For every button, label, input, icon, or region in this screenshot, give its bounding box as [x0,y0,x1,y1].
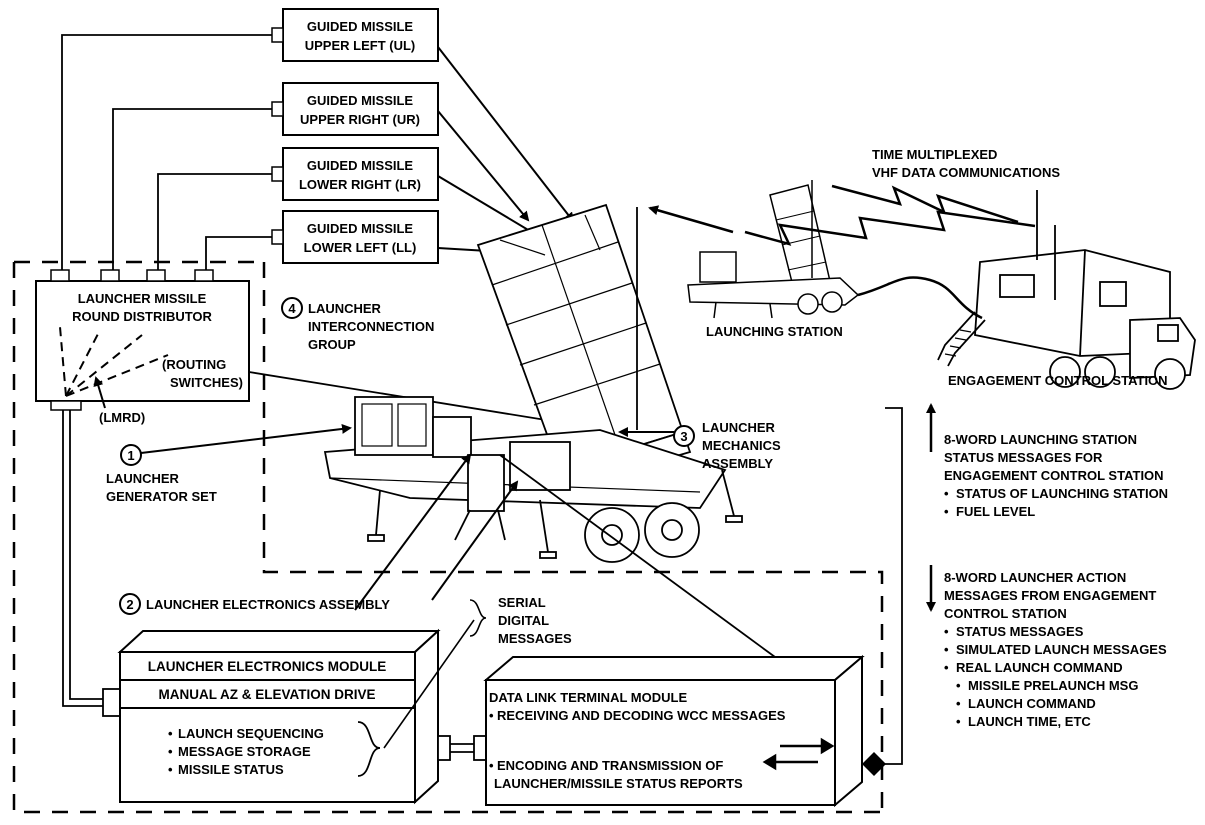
action-sub-bullet-dot-3: • [956,714,961,729]
missile-box-lr: GUIDED MISSILE LOWER RIGHT (LR) [272,148,438,200]
routing-switches-line1: (ROUTING [162,357,226,372]
action-bullet-2: SIMULATED LAUNCH MESSAGES [956,642,1167,657]
lem-bullet-dot-2: • [168,744,173,759]
action-sub-bullet-dot-1: • [956,678,961,693]
serial-line1: SERIAL [498,595,546,610]
status-messages-block: 8-WORD LAUNCHING STATION STATUS MESSAGES… [931,405,1168,519]
callout-interconnection: 4 LAUNCHER INTERCONNECTION GROUP [282,298,434,352]
electronics-assembly-label: LAUNCHER ELECTRONICS ASSEMBLY [146,597,390,612]
interconnection-line2: INTERCONNECTION [308,319,434,334]
launcher-electronics-module: LAUNCHER ELECTRONICS MODULE MANUAL AZ & … [120,631,438,802]
dlt-bullet-1: RECEIVING AND DECODING WCC MESSAGES [497,708,786,723]
ecs-truck-illustration [938,190,1195,389]
action-sub-bullet-2: LAUNCH COMMAND [968,696,1096,711]
dlt-title: DATA LINK TERMINAL MODULE [489,690,687,705]
missile-box-lr-line1: GUIDED MISSILE [307,158,414,173]
status-bullet-dot-2: • [944,504,949,519]
launching-station-illustration [688,180,858,318]
callout-electronics-assembly: 2 LAUNCHER ELECTRONICS ASSEMBLY [120,594,390,614]
missile-box-ul-line2: UPPER LEFT (UL) [305,38,416,53]
action-sub-bullet-3: LAUNCH TIME, ETC [968,714,1091,729]
data-link-terminal-module: DATA LINK TERMINAL MODULE • RECEIVING AN… [486,657,862,805]
lem-row1: LAUNCHER ELECTRONICS MODULE [148,659,387,674]
lem-bullet-dot-3: • [168,762,173,777]
lmrd-title-line2: ROUND DISTRIBUTOR [72,309,212,324]
lmrd-abbrev: (LMRD) [99,410,145,425]
status-bullet-1: STATUS OF LAUNCHING STATION [956,486,1168,501]
missile-box-ll: GUIDED MISSILE LOWER LEFT (LL) [272,211,438,263]
vhf-line1: TIME MULTIPLEXED [872,147,997,162]
callout-mechanics-number: 3 [680,429,687,444]
action-line2: MESSAGES FROM ENGAGEMENT [944,588,1156,603]
lem-row2: MANUAL AZ & ELEVATION DRIVE [158,687,375,702]
lem-dlt-connector [438,736,486,760]
action-sub-bullet-dot-2: • [956,696,961,711]
missile-box-ll-line2: LOWER LEFT (LL) [304,240,417,255]
mechanics-line3: ASSEMBLY [702,456,773,471]
lmrd-to-lem-cable [63,410,121,716]
vhf-data-link-bolts [650,186,1035,244]
callout-electronics-number: 2 [126,597,133,612]
action-messages-block: 8-WORD LAUNCHER ACTION MESSAGES FROM ENG… [931,565,1167,729]
action-bullet-dot-3: • [944,660,949,675]
action-line1: 8-WORD LAUNCHER ACTION [944,570,1126,585]
action-sub-bullet-1: MISSILE PRELAUNCH MSG [968,678,1138,693]
interconnection-line3: GROUP [308,337,356,352]
status-line2: STATUS MESSAGES FOR [944,450,1103,465]
mechanics-line1: LAUNCHER [702,420,776,435]
missile-box-ur-line1: GUIDED MISSILE [307,93,414,108]
lmrd-title-line1: LAUNCHER MISSILE [78,291,207,306]
ecs-label: ENGAGEMENT CONTROL STATION [948,373,1168,388]
status-line3: ENGAGEMENT CONTROL STATION [944,468,1164,483]
callout-interconnection-number: 4 [288,301,296,316]
action-bullet-dot-2: • [944,642,949,657]
interconnection-line1: LAUNCHER [308,301,382,316]
action-bullet-3: REAL LAUNCH COMMAND [956,660,1123,675]
missile-box-ur-line2: UPPER RIGHT (UR) [300,112,420,127]
missile-box-ul-line1: GUIDED MISSILE [307,19,414,34]
dlt-bullet-2-line2: LAUNCHER/MISSILE STATUS REPORTS [494,776,743,791]
missile-box-lr-line2: LOWER RIGHT (LR) [299,177,421,192]
status-line1: 8-WORD LAUNCHING STATION [944,432,1137,447]
action-line3: CONTROL STATION [944,606,1067,621]
callout-generator: 1 LAUNCHER GENERATOR SET [106,428,350,504]
lem-bullet-dot-1: • [168,726,173,741]
vhf-line2: VHF DATA COMMUNICATIONS [872,165,1060,180]
generator-line2: GENERATOR SET [106,489,217,504]
serial-line2: DIGITAL [498,613,549,628]
serial-line3: MESSAGES [498,631,572,646]
dlt-bullet-dot-1: • [489,708,494,723]
lem-bullet-3: MISSILE STATUS [178,762,284,777]
lmrd-cables [62,35,272,270]
missile-box-ul: GUIDED MISSILE UPPER LEFT (UL) [272,9,438,61]
missile-box-ur: GUIDED MISSILE UPPER RIGHT (UR) [272,83,438,135]
status-bullet-2: FUEL LEVEL [956,504,1035,519]
dlt-bullet-dot-2: • [489,758,494,773]
missile-box-ll-line1: GUIDED MISSILE [307,221,414,236]
dlt-bullet-2-line1: ENCODING AND TRANSMISSION OF [497,758,723,773]
action-bullet-dot-1: • [944,624,949,639]
generator-line1: LAUNCHER [106,471,180,486]
action-bullet-1: STATUS MESSAGES [956,624,1084,639]
lem-bullet-2: MESSAGE STORAGE [178,744,311,759]
routing-switches-line2: SWITCHES) [170,375,243,390]
status-bullet-dot-1: • [944,486,949,501]
lmrd-box: LAUNCHER MISSILE ROUND DISTRIBUTOR (ROUT… [36,270,249,410]
launching-station-label: LAUNCHING STATION [706,324,843,339]
callout-generator-number: 1 [127,448,134,463]
ground-cable [858,278,982,318]
mechanics-line2: MECHANICS [702,438,781,453]
lem-bullet-1: LAUNCH SEQUENCING [178,726,324,741]
